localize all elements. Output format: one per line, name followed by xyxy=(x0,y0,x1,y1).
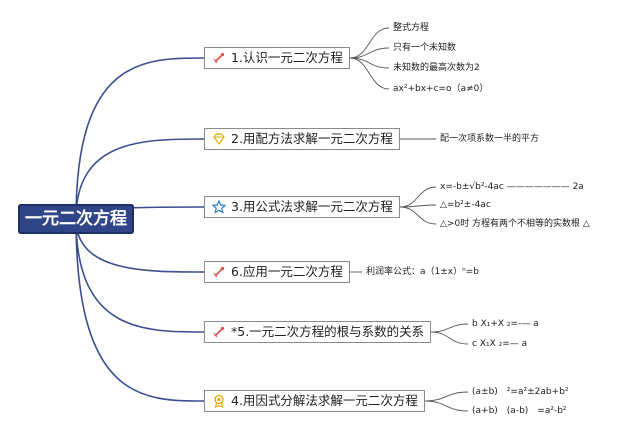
leaf-line xyxy=(430,323,469,333)
leaf-one-unknown: 只有一个未知数 xyxy=(393,43,457,53)
leaf-line xyxy=(399,186,437,208)
leaf-highest-degree: 未知数的最高次数为2 xyxy=(393,63,480,73)
leaf-half-coefficient-square: 配一次项系数一半的平方 xyxy=(440,134,540,144)
topic-quadratic-formula[interactable]: 3.用公式法求解一元二次方程 xyxy=(204,196,400,218)
leaf-general-form: ax²+bx+c=o（a≠0） xyxy=(393,84,489,94)
leaf-line xyxy=(349,27,390,59)
branch-line xyxy=(75,57,205,220)
leaf-line xyxy=(349,57,390,90)
branch-line xyxy=(75,218,205,402)
leaf-line xyxy=(399,206,437,225)
topic-label: 3.用公式法求解一元二次方程 xyxy=(231,199,393,214)
leaf-root-sum: b X₁+X ₂=-— a xyxy=(472,319,539,329)
topic-label: *5.一元二次方程的根与系数的关系 xyxy=(231,324,425,339)
pin-icon xyxy=(212,265,226,279)
leaf-difference-of-squares: (a+b) (a-b) =a²-b² xyxy=(472,406,567,416)
topic-roots-coefficients[interactable]: *5.一元二次方程的根与系数的关系 xyxy=(204,321,432,343)
branch-line xyxy=(75,218,205,333)
leaf-line xyxy=(349,47,390,59)
medal-icon xyxy=(212,394,226,408)
topic-factorization[interactable]: 4.用因式分解法求解一元二次方程 xyxy=(204,390,425,412)
branch-line xyxy=(75,218,205,273)
topic-label: 1.认识一元二次方程 xyxy=(231,50,343,65)
leaf-line xyxy=(424,391,469,402)
topic-label: 2.用配方法求解一元二次方程 xyxy=(231,131,393,146)
leaf-line xyxy=(430,331,469,345)
root-topic[interactable]: 一元二次方程 xyxy=(18,204,134,234)
pin-icon xyxy=(212,51,226,65)
leaf-root-product: c X₁X ₂=— a xyxy=(472,339,528,349)
leaf-discriminant-positive: △>0时 方程有两个不相等的实数根 △ xyxy=(440,219,590,229)
topic-label: 4.用因式分解法求解一元二次方程 xyxy=(231,393,418,408)
branch-line xyxy=(75,138,205,220)
leaf-polynomial-equation: 整式方程 xyxy=(393,23,430,33)
leaf-profit-formula: 利润率公式：a（1±x）ⁿ=b xyxy=(366,267,479,277)
pin-icon xyxy=(212,325,226,339)
leaf-root-formula: x=-b±√b²-4ac ——————— 2a xyxy=(440,182,584,192)
star-icon xyxy=(211,199,227,214)
leaf-discriminant: △=b²±-4ac xyxy=(440,200,491,210)
topic-recognize-equation[interactable]: 1.认识一元二次方程 xyxy=(204,47,350,69)
gem-icon xyxy=(212,132,226,146)
leaf-line xyxy=(424,400,469,412)
topic-completing-square[interactable]: 2.用配方法求解一元二次方程 xyxy=(204,128,400,150)
topic-label: 6.应用一元二次方程 xyxy=(231,264,343,279)
leaf-square-expansion: (a±b) ²=a²±2ab+b² xyxy=(472,387,569,397)
topic-application[interactable]: 6.应用一元二次方程 xyxy=(204,261,350,283)
